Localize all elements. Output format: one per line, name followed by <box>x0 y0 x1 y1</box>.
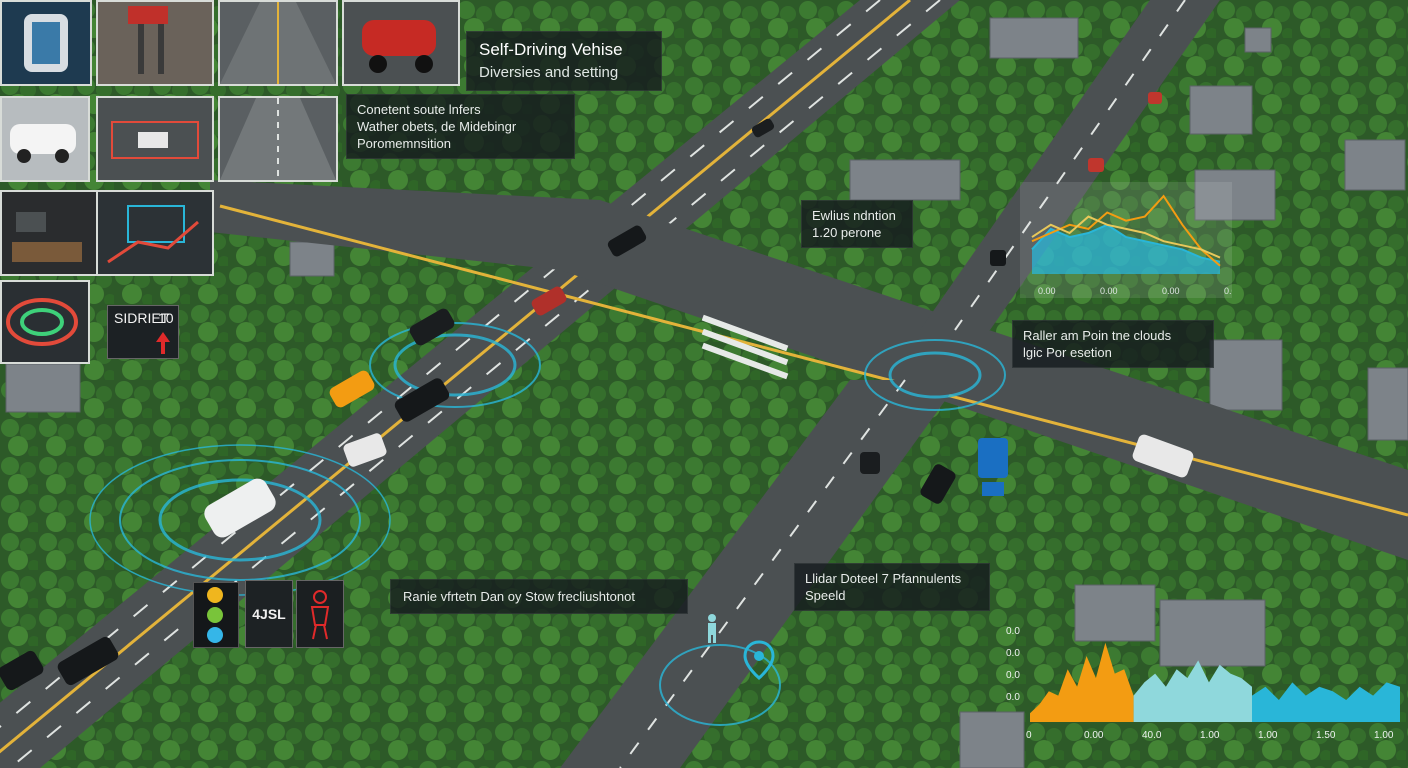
chart-top-x-tick: 0.00 <box>1038 286 1056 296</box>
chart-top-x-tick: 0.00 <box>1162 286 1180 296</box>
stop-sign-text: SIDRIET <box>114 310 170 326</box>
chart-bottom-area-2 <box>1252 682 1400 722</box>
right-road <box>920 0 1220 331</box>
chart-bottom-x-tick: 40.0 <box>1142 730 1162 741</box>
info-line-3: Poromemnsition <box>357 136 451 151</box>
chart-top-x-tick: 0.00 <box>1224 286 1232 296</box>
camera-thumb-radar-sweep[interactable] <box>0 280 90 364</box>
route-box: Ranie vfrtetn Dan oy Stow frecliushtonot <box>390 579 688 614</box>
radar-box: Raller am Poin tne clouds lgic Por eseti… <box>1012 320 1214 368</box>
chart-top-line-1 <box>1031 194 1221 267</box>
arrow-up-icon <box>156 332 170 354</box>
chart-top-line-0 <box>1031 223 1221 263</box>
crosswalk <box>701 314 789 380</box>
location-sign-icon <box>978 438 1008 496</box>
camera-thumb-interior[interactable] <box>0 0 92 86</box>
cross-road <box>210 180 1408 560</box>
chart-bottom-marks <box>1030 642 1400 722</box>
radar-line-2: lgic Por esetion <box>1023 345 1112 360</box>
chart-bottom-x-tick: 1.00 <box>1200 730 1220 741</box>
chart-top: 0.00 0.00 0.00 0.00 <box>1020 182 1232 298</box>
sensor-box: Ewlius ndntion 1.20 perone <box>801 200 913 248</box>
chart-bottom-x-tick: 1.00 <box>1374 730 1394 741</box>
houses <box>5 17 1408 768</box>
signal-lamp-top <box>207 587 223 603</box>
chart-top-line-2 <box>1031 215 1221 259</box>
chart-top-marks <box>1031 194 1221 274</box>
chart-bottom-y-tick: 0.0 <box>1006 670 1020 681</box>
lidar-line-2: Speeld <box>805 588 846 603</box>
title-box: Self-Driving Vehise Diversies and settin… <box>466 31 662 91</box>
chart-bottom-area-0 <box>1030 642 1134 722</box>
chart-top-x-ticks: 0.00 0.00 0.00 0.00 <box>1038 286 1232 296</box>
lidar-line-1: Llidar Doteel 7 Pfannulents <box>805 571 962 586</box>
sensor-line-1: Ewlius ndntion <box>812 208 896 223</box>
info-line-2: Wather obets, de Midebingr <box>357 119 517 134</box>
chart-bottom-y-tick: 0.0 <box>1006 692 1020 703</box>
chart-bottom-y-tick: 0.0 <box>1006 648 1020 659</box>
vehicles <box>0 92 1194 691</box>
camera-thumb-highway[interactable] <box>218 96 338 182</box>
chart-bottom-y-ticks: 0.0 0.0 0.0 0.0 <box>1006 626 1020 703</box>
chart-top-x-tick: 0.00 <box>1100 286 1118 296</box>
chart-bottom-x-tick: 0 <box>1026 730 1032 741</box>
signal-lamp-middle <box>207 607 223 623</box>
radar-line-1: Raller am Poin tne clouds <box>1023 328 1172 343</box>
chart-bottom: 0.0 0.0 0.0 0.0 0 0.00 40.0 1.00 1.00 1.50 1.00 <box>1006 626 1400 741</box>
camera-thumb-lidar-path[interactable] <box>96 190 214 276</box>
route-text: Ranie vfrtetn Dan oy Stow frecliushtonot <box>403 589 635 604</box>
page-subtitle: Diversies and setting <box>479 64 619 81</box>
pedestrian-icon <box>310 590 330 640</box>
camera-thumb-red-car[interactable] <box>342 0 460 86</box>
traffic-signal <box>193 582 239 648</box>
chart-bottom-x-tick: 0.00 <box>1084 730 1104 741</box>
stop-sign-value: 10 <box>158 310 174 326</box>
sensor-line-2: 1.20 perone <box>812 225 882 240</box>
chart-bottom-x-ticks: 0 0.00 40.0 1.00 1.00 1.50 1.00 <box>1026 730 1394 741</box>
info-line-1: Conetent soute lnfers <box>357 102 481 117</box>
pedestrian-marker-icon <box>708 614 716 643</box>
chart-bottom-area-1 <box>1133 660 1252 722</box>
camera-thumb-detection[interactable] <box>96 96 214 182</box>
chart-top-area-0 <box>1032 224 1220 274</box>
chart-bottom-x-tick: 1.00 <box>1258 730 1278 741</box>
info-box-conetent: Conetent soute lnfers Wather obets, de M… <box>346 94 575 159</box>
chart-bottom-x-tick: 1.50 <box>1316 730 1336 741</box>
stop-sign-panel: SIDRIET 10 <box>107 305 179 359</box>
signal-lamp-bottom <box>207 627 223 643</box>
sensor-rings <box>89 322 1006 726</box>
map-pin-icon <box>743 640 775 680</box>
chart-bottom-y-tick: 0.0 <box>1006 626 1020 637</box>
camera-thumb-white-car[interactable] <box>0 96 90 182</box>
page-title: Self-Driving Vehise <box>479 40 623 59</box>
camera-thumb-night[interactable] <box>0 190 100 276</box>
camera-thumb-street[interactable] <box>96 0 214 86</box>
speed-panel: 4JSL <box>245 580 293 648</box>
speed-panel-text: 4JSL <box>252 606 286 622</box>
lidar-box: Llidar Doteel 7 Pfannulents Speeld <box>794 563 990 611</box>
pedestrian-panel <box>296 580 344 648</box>
camera-thumb-intersection[interactable] <box>218 0 338 86</box>
